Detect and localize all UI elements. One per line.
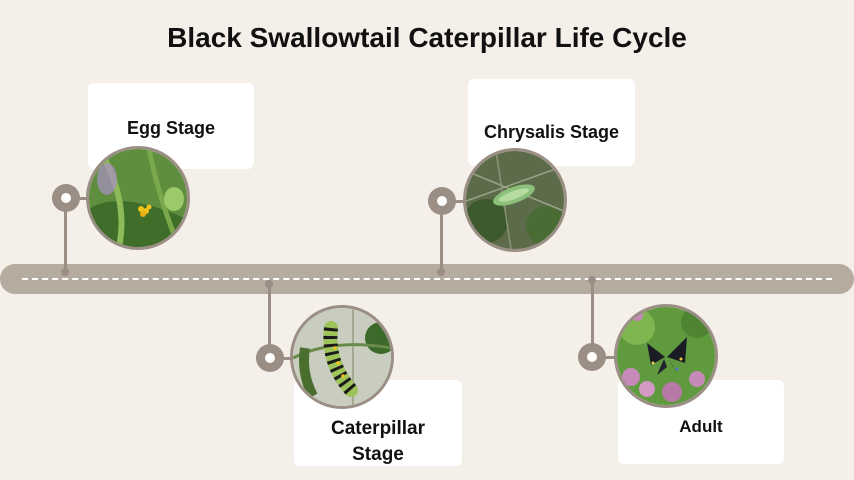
egg-stage-label: Egg Stage bbox=[88, 83, 254, 139]
chrysalis-stage-marker bbox=[428, 187, 456, 215]
chrysalis-stage-photo bbox=[463, 148, 567, 252]
timeline-track bbox=[0, 264, 854, 294]
adult-stage-connector bbox=[591, 280, 594, 344]
caterpillar-stage-marker bbox=[256, 344, 284, 372]
chrysalis-stage-label: Chrysalis Stage bbox=[468, 79, 635, 143]
adult-stage-photo bbox=[614, 304, 718, 408]
timeline-dashed-line bbox=[22, 278, 832, 280]
diagram-title: Black Swallowtail Caterpillar Life Cycle bbox=[0, 22, 854, 54]
adult-stage-marker bbox=[578, 343, 606, 371]
egg-stage-marker bbox=[52, 184, 80, 212]
caterpillar-stage-connector bbox=[268, 284, 271, 344]
egg-stage-photo bbox=[86, 146, 190, 250]
egg-stage-track-dot bbox=[61, 268, 69, 276]
chrysalis-stage-track-dot bbox=[437, 268, 445, 276]
caterpillar-stage-photo bbox=[290, 305, 394, 409]
chrysalis-stage-connector bbox=[440, 212, 443, 274]
egg-stage-connector bbox=[64, 208, 67, 274]
